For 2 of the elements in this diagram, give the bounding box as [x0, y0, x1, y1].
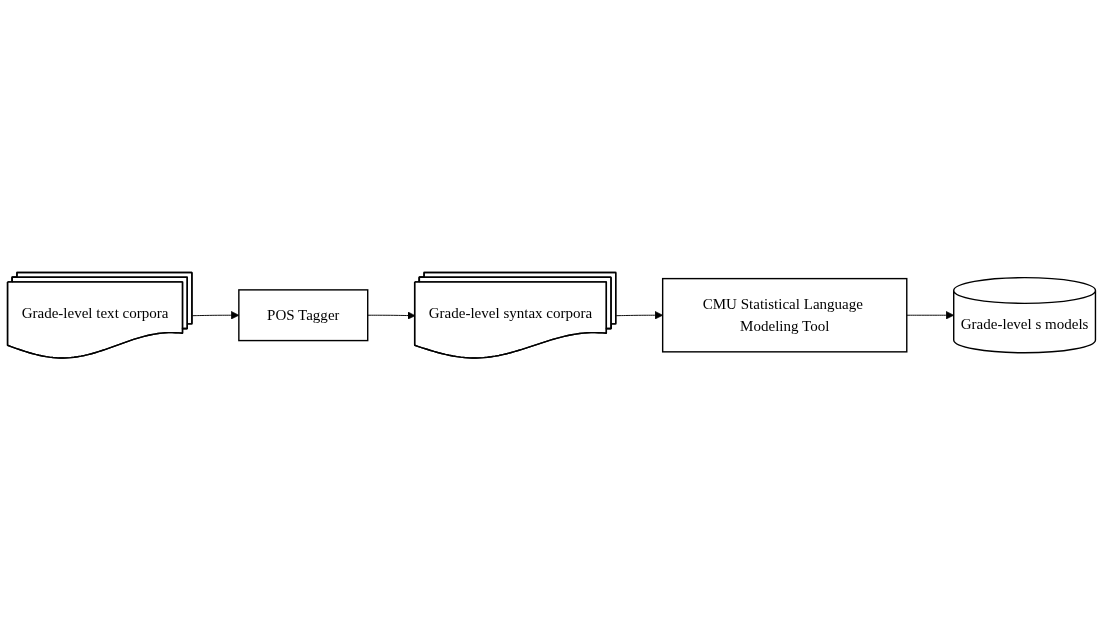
node-box: POS Tagger [238, 289, 369, 342]
node-box: CMU Statistical Language Modeling Tool [661, 278, 908, 353]
